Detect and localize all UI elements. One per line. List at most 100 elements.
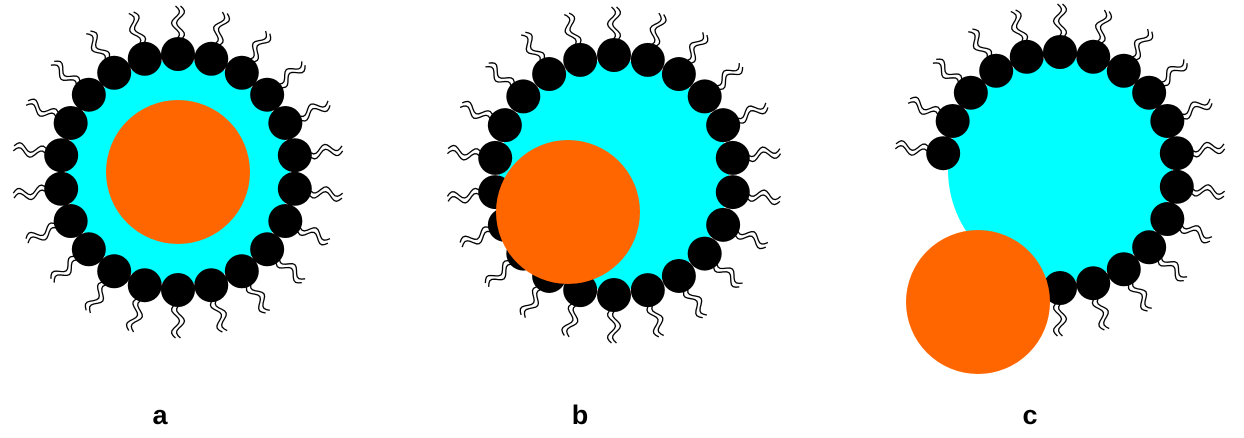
surfactant-head-icon: [161, 273, 195, 307]
surfactant-tail-icon: [297, 229, 328, 245]
surfactant-tail-icon: [684, 32, 703, 61]
surfactant-tail-icon: [1059, 302, 1067, 336]
surfactant-head-icon: [532, 57, 566, 91]
surfactant-tail-icon: [90, 284, 109, 313]
surfactant-head-icon: [631, 273, 665, 307]
surfactant-head-icon: [716, 175, 750, 209]
surfactant-tail-icon: [247, 31, 266, 60]
surfactant-tail-icon: [1129, 282, 1148, 311]
surfactant-head-icon: [54, 106, 88, 140]
surfactant-head-icon: [268, 106, 302, 140]
surfactant-tail-icon: [525, 289, 544, 318]
surfactant-head-icon: [662, 57, 696, 91]
surfactant-head-icon: [1160, 170, 1194, 204]
surfactant-tail-icon: [252, 34, 271, 63]
surfactant-head-icon: [128, 268, 162, 302]
surfactant-head-icon: [278, 138, 312, 172]
surfactant-head-icon: [706, 108, 740, 142]
panel-label-c: c: [1022, 400, 1037, 430]
surfactant-tail-icon: [127, 298, 139, 331]
surfactant-tail-icon: [613, 309, 621, 343]
surfactant-head-icon: [1150, 202, 1184, 236]
surfactant-tail-icon: [299, 105, 330, 121]
surfactant-tail-icon: [1054, 4, 1062, 38]
surfactant-tail-icon: [1100, 11, 1112, 44]
surfactant-head-icon: [1160, 136, 1194, 170]
surfactant-head-icon: [44, 172, 78, 206]
surfactant-head-icon: [278, 172, 312, 206]
surfactant-head-icon: [1132, 76, 1166, 110]
surfactant-tail-icon: [521, 35, 540, 64]
surfactant-head-icon: [688, 237, 722, 271]
surfactant-tail-icon: [172, 304, 180, 338]
surfactant-tail-icon: [210, 299, 222, 332]
surfactant-head-icon: [478, 141, 512, 175]
surfactant-tail-icon: [218, 13, 230, 46]
surfactant-tail-icon: [972, 29, 991, 58]
surfactant-head-icon: [128, 42, 162, 76]
surfactant-head-icon: [194, 42, 228, 76]
surfactant-head-icon: [72, 232, 106, 266]
surfactant-head-icon: [706, 208, 740, 242]
surfactant-tail-icon: [608, 7, 616, 41]
surfactant-tail-icon: [26, 223, 57, 239]
surfactant-tail-icon: [735, 233, 766, 249]
particle: [496, 140, 640, 284]
surfactant-head-icon: [563, 43, 597, 77]
surfactant-tail-icon: [86, 34, 105, 63]
surfactant-head-icon: [1107, 252, 1141, 286]
surfactant-tail-icon: [910, 97, 941, 113]
surfactant-head-icon: [936, 104, 970, 138]
surfactant-tail-icon: [460, 227, 491, 243]
surfactant-tail-icon: [28, 99, 59, 115]
surfactant-tail-icon: [562, 303, 574, 336]
surfactant-tail-icon: [1129, 29, 1148, 58]
surfactant-head-icon: [688, 79, 722, 113]
surfactant-tail-icon: [1016, 10, 1028, 43]
surfactant-tail-icon: [1059, 4, 1067, 38]
panel-a: [13, 6, 342, 338]
surfactant-tail-icon: [569, 13, 581, 46]
surfactant-head-icon: [44, 138, 78, 172]
surfactant-head-icon: [488, 108, 522, 142]
surfactant-head-icon: [194, 268, 228, 302]
surfactant-tail-icon: [608, 309, 616, 343]
particle: [906, 230, 1050, 374]
surfactant-tail-icon: [968, 32, 987, 61]
surfactant-tail-icon: [613, 7, 621, 41]
surfactant-tail-icon: [654, 15, 666, 48]
particle: [106, 100, 250, 244]
surfactant-tail-icon: [1054, 302, 1062, 336]
surfactant-head-icon: [225, 254, 259, 288]
surfactant-tail-icon: [85, 282, 104, 311]
surfactant-head-icon: [597, 38, 631, 72]
surfactant-head-icon: [631, 43, 665, 77]
surfactant-head-icon: [662, 259, 696, 293]
surfactant-tail-icon: [177, 304, 185, 338]
surfactant-head-icon: [1043, 35, 1077, 69]
surfactant-head-icon: [506, 79, 540, 113]
surfactant-head-icon: [1010, 40, 1044, 74]
surfactant-tail-icon: [172, 6, 180, 40]
surfactant-head-icon: [597, 278, 631, 312]
panel-c: [895, 4, 1224, 374]
surfactant-head-icon: [1076, 266, 1110, 300]
surfactant-head-icon: [716, 141, 750, 175]
surfactant-head-icon: [54, 204, 88, 238]
surfactant-tail-icon: [737, 108, 768, 124]
surfactant-tail-icon: [684, 289, 703, 318]
surfactant-head-icon: [97, 56, 131, 90]
surfactant-head-icon: [161, 37, 195, 71]
surfactant-tail-icon: [1181, 103, 1212, 119]
surfactant-tail-icon: [689, 35, 708, 64]
surfactant-head-icon: [979, 54, 1013, 88]
surfactant-tail-icon: [1092, 297, 1104, 330]
surfactant-tail-icon: [647, 304, 659, 337]
surfactant-tail-icon: [90, 31, 109, 60]
surfactant-tail-icon: [525, 32, 544, 61]
surfactant-tail-icon: [1179, 227, 1210, 243]
panel-label-a: a: [152, 400, 168, 430]
surfactant-head-icon: [926, 136, 960, 170]
surfactant-tail-icon: [134, 12, 146, 45]
